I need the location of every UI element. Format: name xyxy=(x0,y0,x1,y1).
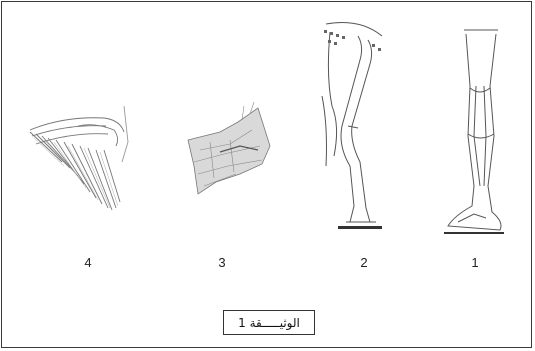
bat-wing-icon xyxy=(180,102,280,202)
document-caption: الوثيـــــقة 1 xyxy=(223,310,315,335)
figure-number-2: 2 xyxy=(354,255,374,270)
bird-wing-icon xyxy=(24,102,134,217)
animal-hind-leg-icon xyxy=(320,16,395,236)
figure-number-4: 4 xyxy=(78,255,98,270)
figure-number-1: 1 xyxy=(465,255,485,270)
human-leg-icon xyxy=(434,26,514,241)
figure-number-3: 3 xyxy=(212,255,232,270)
